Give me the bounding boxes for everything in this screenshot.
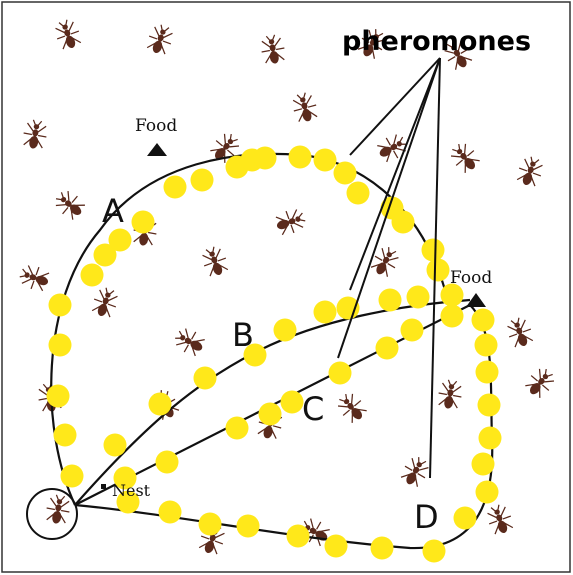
ant-icon xyxy=(333,388,371,427)
ant-icon xyxy=(521,363,559,402)
pheromone-dot xyxy=(225,416,249,440)
ant-icon xyxy=(20,117,50,152)
ant-icon xyxy=(258,32,288,67)
pheromone-dot xyxy=(478,426,502,450)
pheromone-dot xyxy=(243,343,267,367)
pheromone-dot xyxy=(48,293,72,317)
pheromone-dot xyxy=(131,210,155,234)
triangle-icon xyxy=(147,143,167,156)
path-c-label: C xyxy=(302,390,324,428)
ant-icon xyxy=(503,314,537,351)
pheromone-dot xyxy=(93,243,117,267)
pheromone-dot xyxy=(324,534,348,558)
pheromone-dot xyxy=(288,145,312,169)
pheromone-dot xyxy=(103,433,127,457)
pheromone-dot xyxy=(426,258,450,282)
ant-icon xyxy=(446,138,484,177)
pheromone-dot xyxy=(148,392,172,416)
pheromone-dot xyxy=(46,384,70,408)
pheromone-dot xyxy=(370,536,394,560)
pheromone-dot xyxy=(333,161,357,185)
ant-icon xyxy=(50,186,89,224)
pheromone-dot xyxy=(440,283,464,307)
ant-icon xyxy=(272,205,309,239)
pheromone-dot xyxy=(440,304,464,328)
pheromone-dot xyxy=(60,464,84,488)
pheromone-dot xyxy=(258,402,282,426)
ant-icon xyxy=(143,21,177,58)
path-a-label: A xyxy=(102,192,124,230)
pheromone-dot xyxy=(198,512,222,536)
ant-icon xyxy=(198,243,232,280)
pointer-line-a xyxy=(349,57,441,156)
pointer-line-c xyxy=(337,57,441,359)
pointer-line-d xyxy=(429,57,441,479)
pheromone-dot xyxy=(375,336,399,360)
ant-icon xyxy=(170,324,209,360)
triangle-icon xyxy=(466,293,486,307)
ant-icon xyxy=(43,492,73,527)
pheromone-dot xyxy=(273,318,297,342)
pheromone-dot xyxy=(406,285,430,309)
pheromone-dot xyxy=(163,175,187,199)
pheromone-dot xyxy=(400,318,424,342)
food-label-top: Food xyxy=(135,116,177,136)
ant-icon xyxy=(513,153,547,190)
pheromones-label: pheromones xyxy=(342,26,531,57)
ant-icon xyxy=(435,377,465,412)
pheromone-dot xyxy=(155,450,179,474)
pheromone-dot xyxy=(193,366,217,390)
pheromone-dot xyxy=(313,300,337,324)
pheromone-dot xyxy=(108,228,132,252)
ant-icon xyxy=(367,242,403,281)
pheromone-dot xyxy=(453,506,477,530)
pheromone-dot xyxy=(378,288,402,312)
pheromone-dot xyxy=(236,514,260,538)
ant-icon xyxy=(16,261,53,295)
pheromone-dot xyxy=(474,333,498,357)
pheromone-dot xyxy=(158,500,182,524)
pheromone-pointer-lines xyxy=(337,57,441,479)
path-b-label: B xyxy=(232,316,254,354)
ant-icon xyxy=(51,16,85,53)
pheromone-dot xyxy=(391,210,415,234)
ant-icon xyxy=(397,452,433,491)
pheromone-dot xyxy=(48,333,72,357)
pheromone-dot xyxy=(253,146,277,170)
food-label-right: Food xyxy=(450,268,492,288)
pheromone-dot xyxy=(421,238,445,262)
pheromone-dot xyxy=(328,361,352,385)
nest-circle-icon xyxy=(26,488,78,540)
pheromone-dot xyxy=(346,181,370,205)
pheromone-layer xyxy=(46,145,502,563)
path-d-label: D xyxy=(414,498,439,536)
pheromone-dot xyxy=(113,466,137,490)
pheromone-dot xyxy=(477,393,501,417)
pheromone-dot xyxy=(475,360,499,384)
pheromone-dot xyxy=(80,263,104,287)
pheromone-dot xyxy=(422,539,446,563)
path-a-line xyxy=(50,152,447,506)
pheromone-dot xyxy=(475,480,499,504)
ant-icon xyxy=(289,90,321,125)
pointer-line-b xyxy=(349,57,441,291)
pheromone-dot xyxy=(280,390,304,414)
pheromone-dot xyxy=(286,524,310,548)
nest-square-icon xyxy=(101,484,106,489)
pheromone-dot xyxy=(313,148,337,172)
nest-label: Nest xyxy=(112,481,151,500)
ant-icon xyxy=(88,284,122,321)
pheromone-dot xyxy=(53,423,77,447)
pheromone-dot xyxy=(471,308,495,332)
pheromone-dot xyxy=(471,452,495,476)
pheromone-dot xyxy=(116,490,140,514)
pheromone-dot xyxy=(190,168,214,192)
ant-icon xyxy=(483,501,517,538)
